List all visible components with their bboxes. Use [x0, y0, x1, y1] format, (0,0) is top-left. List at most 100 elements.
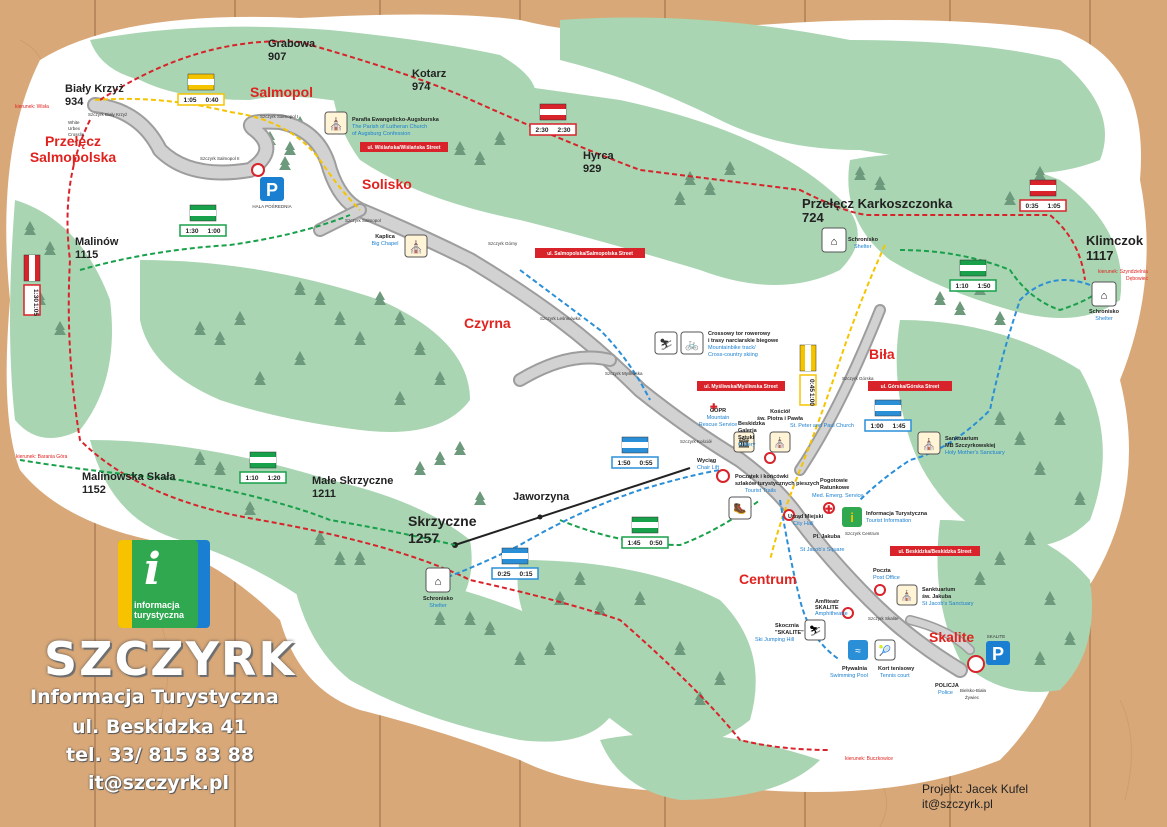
svg-text:✚: ✚ — [710, 402, 718, 412]
tree-icon — [1014, 431, 1026, 445]
svg-text:P: P — [266, 180, 278, 200]
tree-icon — [994, 551, 1006, 565]
svg-text:⛷: ⛷ — [809, 625, 822, 637]
svg-text:Parafia Ewangelicko-Augsburska: Parafia Ewangelicko-Augsburska — [352, 117, 440, 123]
trail-time: 1:05 — [1047, 203, 1060, 210]
svg-text:Szczyrk Centrum: Szczyrk Centrum — [845, 531, 880, 536]
tree-icon — [394, 391, 406, 405]
trail-time: 1:05 — [32, 303, 39, 316]
svg-text:kierunek: Barania Góra: kierunek: Barania Góra — [16, 454, 68, 460]
svg-text:Big Chapel: Big Chapel — [372, 241, 399, 247]
trail-time: 0:15 — [519, 571, 532, 578]
credit-email[interactable]: it@szczyrk.pl — [922, 797, 993, 811]
trail-time: 0:40 — [205, 97, 218, 104]
tree-icon — [474, 151, 486, 165]
svg-text:Police: Police — [938, 690, 953, 696]
svg-text:⛷: ⛷ — [659, 339, 673, 351]
parking-hala[interactable]: P — [260, 177, 284, 201]
logo-text-1: informacja — [134, 600, 180, 610]
svg-text:907: 907 — [268, 51, 286, 63]
info-email[interactable]: it@szczyrk.pl — [88, 772, 230, 794]
trail-time: 1:50 — [977, 283, 990, 290]
tree-icon — [514, 651, 526, 665]
svg-text:Tennis court: Tennis court — [880, 673, 910, 679]
tree-icon — [314, 291, 326, 305]
svg-text:św. Jakuba: św. Jakuba — [922, 594, 952, 600]
tree-icon — [279, 156, 291, 170]
info-phone[interactable]: tel. 33/ 815 83 88 — [66, 744, 255, 766]
svg-text:934: 934 — [65, 96, 84, 108]
tree-icon — [374, 291, 386, 305]
poi-labels: Parafia Ewangelicko-Augsburska The Paris… — [252, 117, 1119, 696]
svg-text:Szczyrk Salmopol II: Szczyrk Salmopol II — [200, 156, 240, 161]
tree-icon — [994, 311, 1006, 325]
trail-time: 0:55 — [639, 460, 652, 467]
svg-text:SKALITE: SKALITE — [815, 605, 839, 611]
poi-icons[interactable]: ⛪ ⛪ ⛷ 🚲 🏛 ⛪ ⛪ 🥾 i ⛪ ⛷ ≈ 🎾 ⌂ ⌂ ⌂ — [324, 111, 1117, 661]
tree-icon — [974, 571, 986, 585]
parking-skalite[interactable]: P — [986, 641, 1010, 665]
svg-text:Ratunkowe: Ratunkowe — [820, 485, 849, 491]
svg-text:P: P — [992, 644, 1004, 664]
svg-text:Poczta: Poczta — [873, 568, 892, 574]
svg-text:Beskidzka: Beskidzka — [738, 421, 766, 427]
svg-text:⛪: ⛪ — [901, 589, 913, 602]
svg-text:Szczyrk Salmopol I: Szczyrk Salmopol I — [260, 114, 298, 119]
svg-text:Sanktuarium: Sanktuarium — [922, 587, 955, 593]
svg-text:Shelter: Shelter — [1095, 316, 1113, 322]
svg-text:Chair Lift: Chair Lift — [697, 465, 719, 471]
tree-icon — [254, 371, 266, 385]
tree-icon — [724, 161, 736, 175]
info-logo: i informacja turystyczna — [118, 540, 210, 628]
trail-time: 1:10 — [955, 283, 968, 290]
place-salmopol: Salmopol — [250, 84, 313, 100]
tree-icon — [214, 461, 226, 475]
svg-text:Shelter: Shelter — [854, 244, 872, 250]
tree-icon — [484, 621, 496, 635]
tree-icon — [1034, 651, 1046, 665]
logo-text-2: turystyczna — [134, 610, 185, 620]
svg-text:Szczyrk Kościół: Szczyrk Kościół — [680, 439, 712, 444]
gallery-icon: 🏛 — [733, 431, 755, 453]
trail-sign-green-right: 1:10 1:50 — [949, 259, 997, 292]
trail-time: 2:30 — [557, 127, 570, 134]
tree-icon — [44, 241, 56, 255]
svg-text:Urząd Miejski: Urząd Miejski — [788, 514, 824, 520]
svg-text:1117: 1117 — [1086, 248, 1114, 263]
svg-text:🥾: 🥾 — [733, 503, 747, 515]
svg-text:Bielsko-Biała: Bielsko-Biała — [960, 688, 987, 693]
tree-icon — [934, 291, 946, 305]
tree-icon — [354, 551, 366, 565]
svg-text:Informacja Turystyczna: Informacja Turystyczna — [866, 511, 928, 517]
tree-icon — [874, 176, 886, 190]
peak-skrzyczne: Skrzyczne — [408, 513, 477, 529]
svg-text:Post Office: Post Office — [873, 575, 900, 581]
tree-icon — [994, 411, 1006, 425]
place-skalite: Skalite — [929, 629, 974, 645]
svg-text:Urbex: Urbex — [68, 126, 81, 131]
svg-text:Holy Mother's Sanctuary: Holy Mother's Sanctuary — [945, 450, 1005, 456]
svg-text:Ski Jumping Hill: Ski Jumping Hill — [755, 637, 794, 643]
svg-text:Crosslin: Crosslin — [68, 132, 85, 137]
svg-text:i trasy narciarskie biegowe: i trasy narciarskie biegowe — [708, 338, 778, 344]
markers[interactable] — [251, 163, 985, 673]
bike-icon: 🚲 — [680, 331, 704, 355]
tree-icon — [954, 301, 966, 315]
tree-icon — [194, 321, 206, 335]
svg-text:"SKALITE": "SKALITE" — [775, 630, 804, 636]
trail-time: 1:10 — [245, 475, 258, 482]
trail-time: 1:20 — [267, 475, 280, 482]
svg-text:ul. Wiślańska/Wiślańska Street: ul. Wiślańska/Wiślańska Street — [368, 145, 441, 151]
svg-text:Med. Emerg. Service: Med. Emerg. Service — [812, 493, 863, 499]
svg-text:Tourist Trails: Tourist Trails — [745, 488, 776, 494]
trail-time: 1:45 — [627, 540, 640, 547]
svg-text:≈: ≈ — [855, 646, 861, 657]
place-centrum: Centrum — [739, 571, 797, 587]
